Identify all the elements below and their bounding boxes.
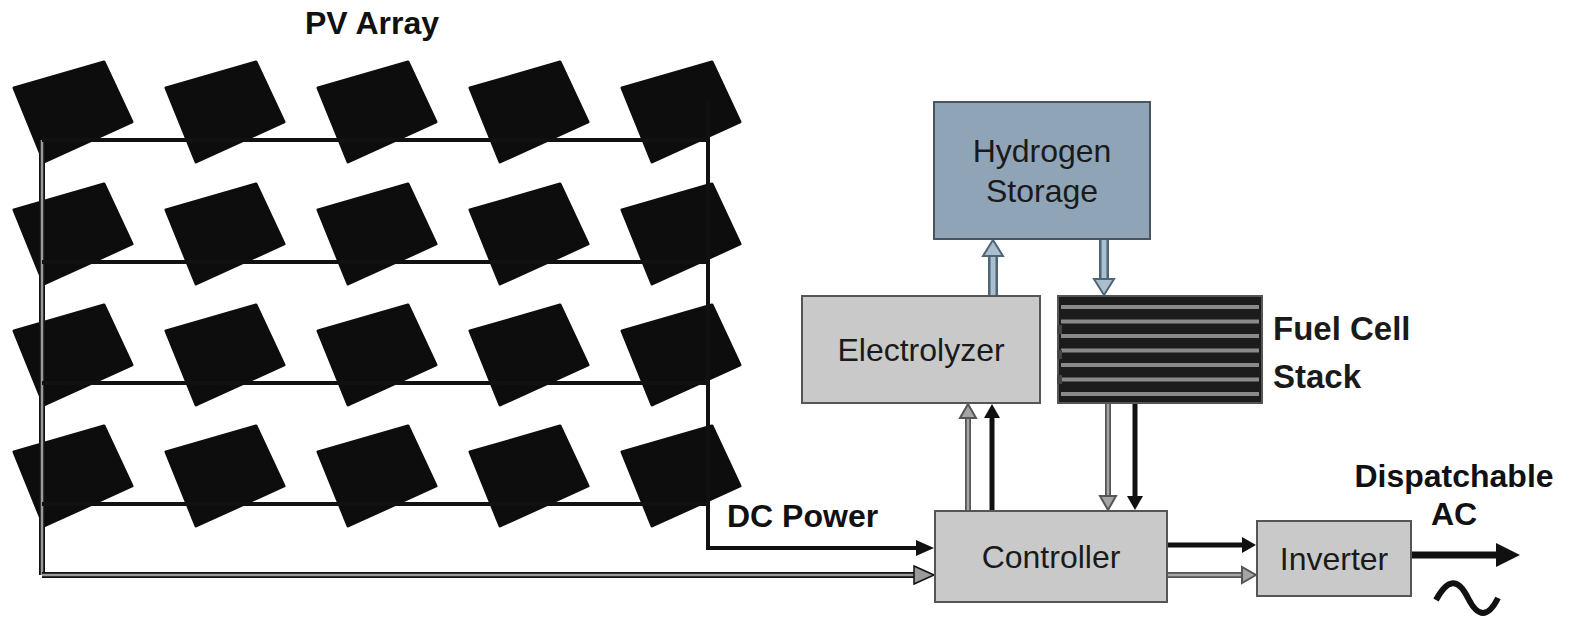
- pv-panel: [318, 305, 436, 405]
- node-label: Controller: [982, 537, 1121, 577]
- pv-wiring: [42, 100, 1520, 613]
- pv-panel: [318, 62, 436, 162]
- storage-box: Hydrogen Storage: [933, 101, 1151, 240]
- node-label: Hydrogen Storage: [945, 131, 1139, 211]
- stack-plates: [1057, 295, 1263, 404]
- pv-panel: [470, 184, 588, 284]
- pv-panel: [14, 184, 132, 284]
- pv-panel: [166, 426, 284, 526]
- pv-panel: [470, 426, 588, 526]
- pv-panel: [318, 184, 436, 284]
- pv-panel: [622, 184, 740, 284]
- pv-panel: [470, 305, 588, 405]
- node-label: Electrolyzer: [837, 330, 1004, 370]
- pv-panel: [622, 426, 740, 526]
- pv-panel: [14, 426, 132, 526]
- pv-panel: [166, 62, 284, 162]
- output-label: Dispatchable AC: [1336, 457, 1572, 534]
- process-box: Electrolyzer: [801, 295, 1041, 404]
- flow-arrow: [1094, 240, 1114, 295]
- figure-title: PV Array: [305, 4, 525, 42]
- pv-panel: [622, 305, 740, 405]
- pv-panel: [166, 305, 284, 405]
- fuel-cell-stack: Fuel Cell Stack: [1057, 295, 1263, 404]
- node-label: Inverter: [1280, 539, 1388, 579]
- signal-label: DC Power: [727, 497, 927, 535]
- flow-arrow: [984, 404, 1000, 510]
- pv-panel: [318, 426, 436, 526]
- flow-arrow: [1168, 567, 1256, 583]
- pv-panel: [622, 62, 740, 162]
- inverter-box: Inverter: [1256, 520, 1412, 597]
- flow-arrow: [1100, 404, 1116, 510]
- flow-arrow: [960, 404, 976, 510]
- controller-box: Controller: [934, 510, 1168, 603]
- flow-arrow: [1127, 404, 1143, 510]
- pv-panel: [14, 305, 132, 405]
- flow-arrow: [983, 240, 1003, 295]
- pv-panel: [166, 184, 284, 284]
- flow-arrow: [1168, 537, 1256, 553]
- pv-panels: [14, 62, 740, 526]
- pv-panel: [14, 62, 132, 162]
- node-heading: Fuel Cell Stack: [1273, 305, 1443, 401]
- pv-panel: [470, 62, 588, 162]
